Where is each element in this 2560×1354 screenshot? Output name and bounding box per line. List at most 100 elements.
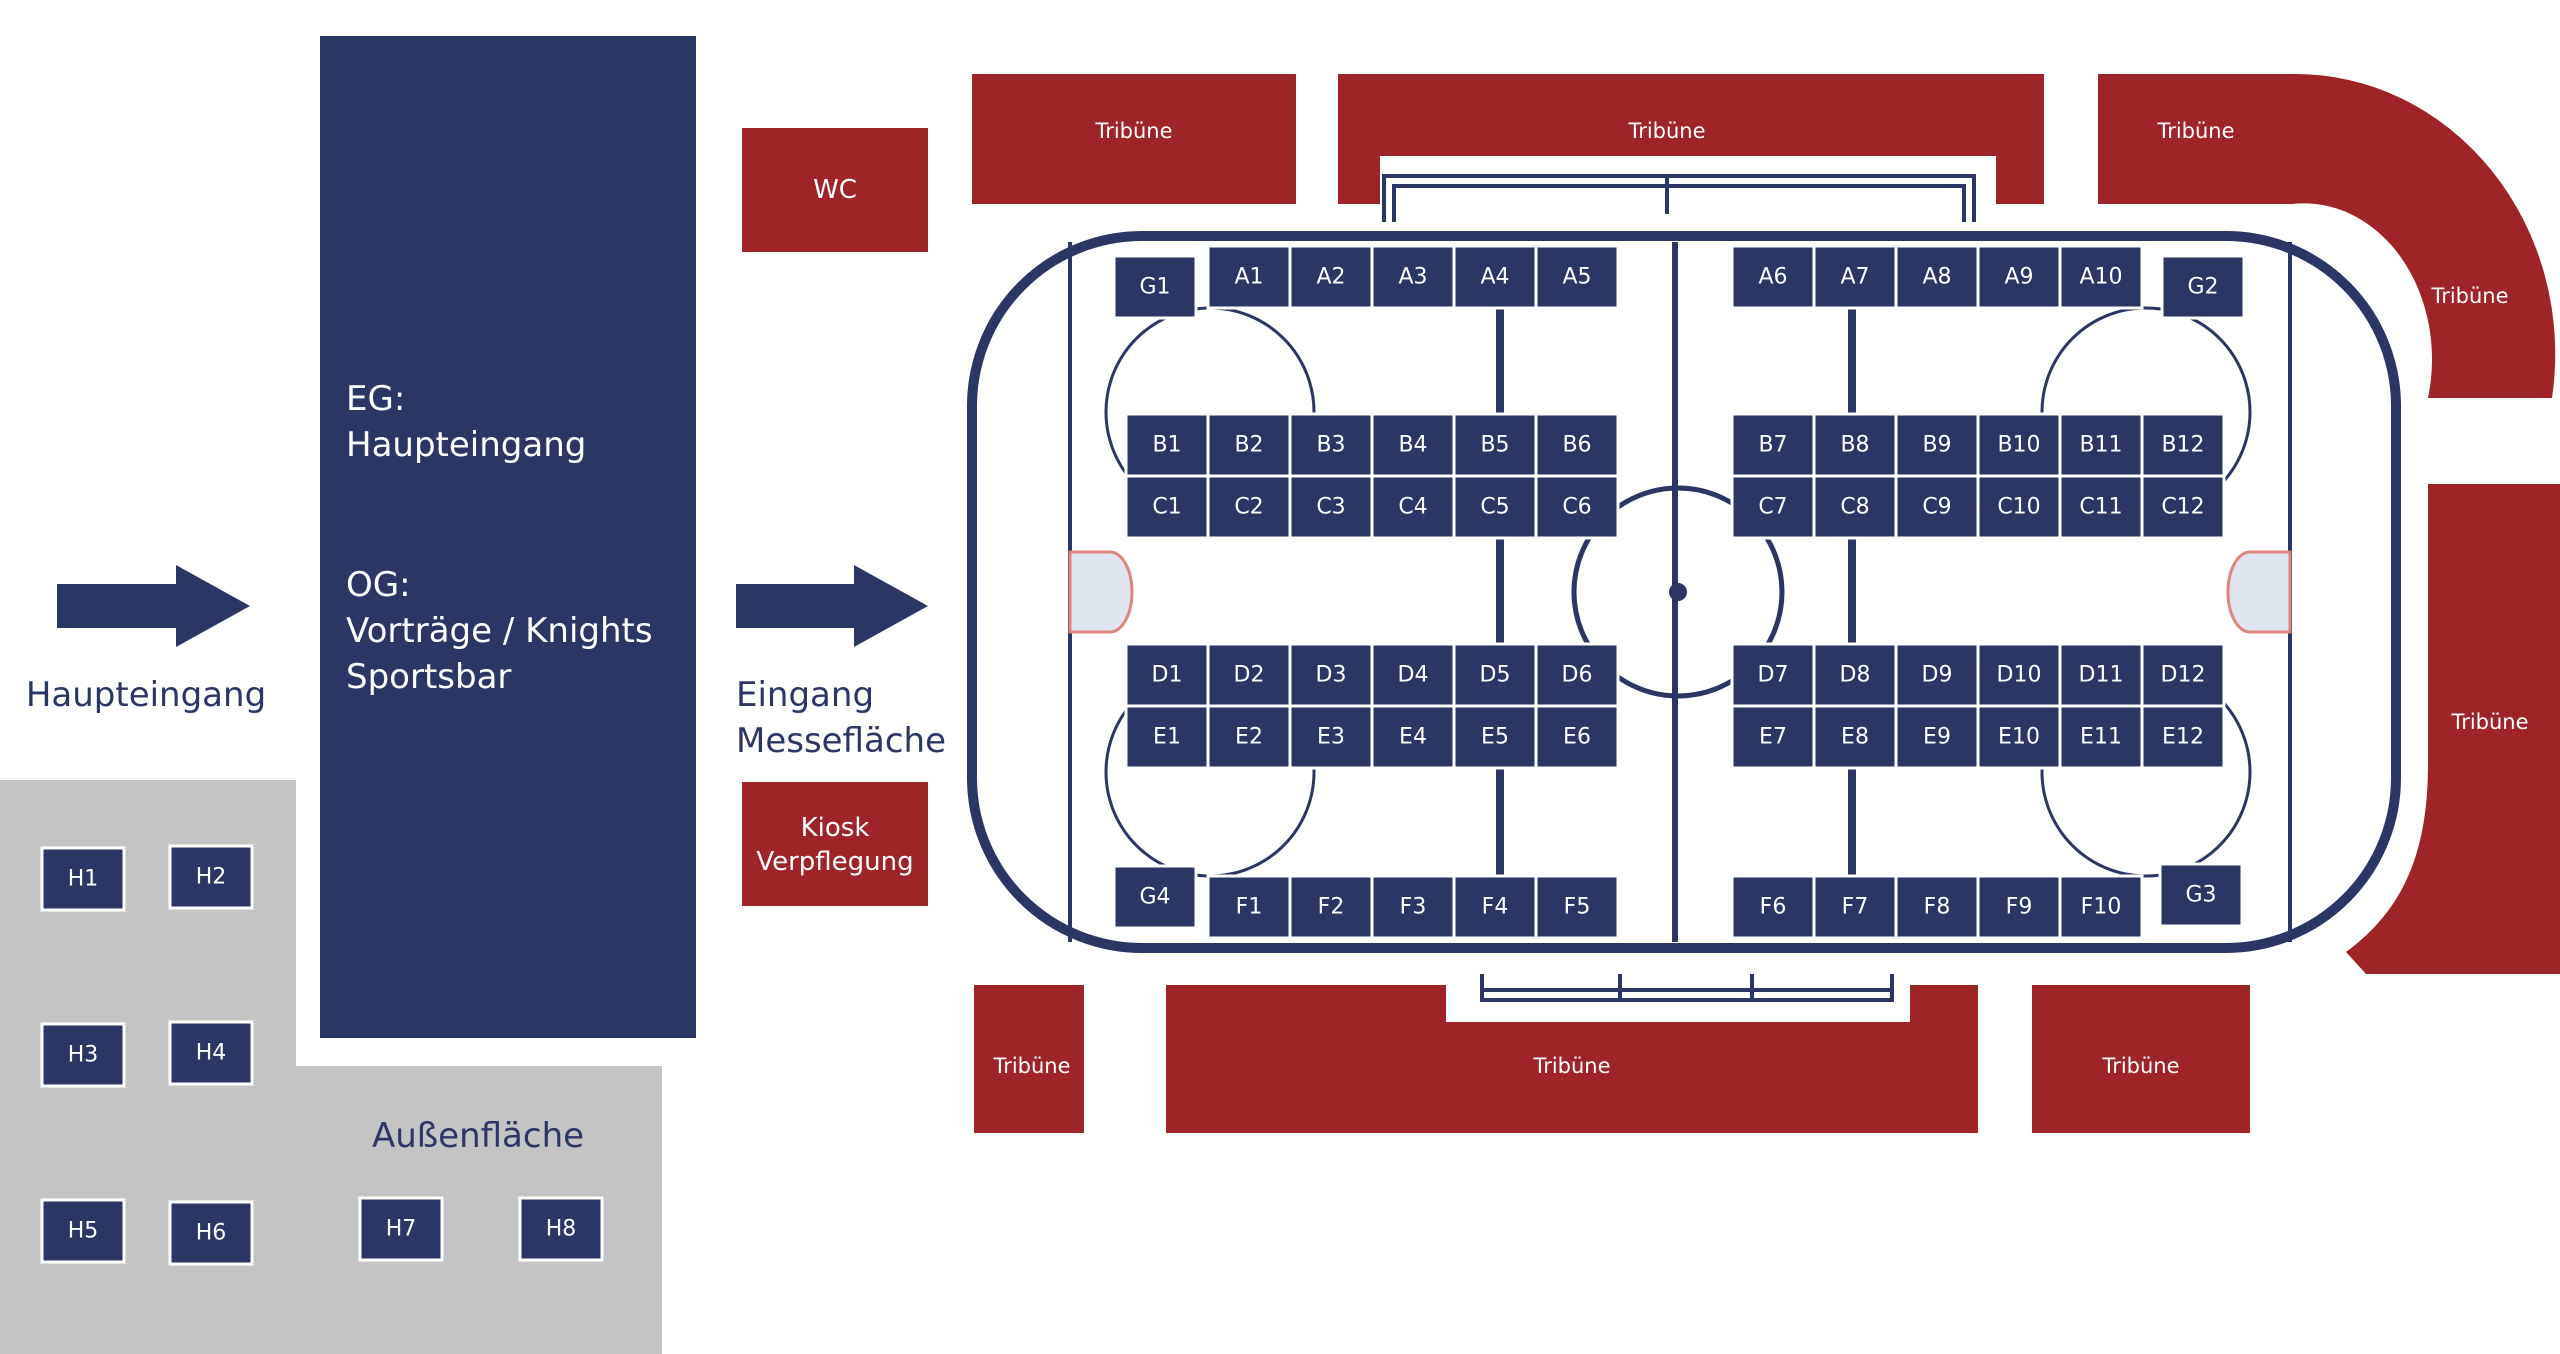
- booth-f6[interactable]: F6: [1730, 874, 1816, 940]
- booth-b6[interactable]: B6: [1534, 412, 1620, 478]
- booth-box[interactable]: [1812, 244, 1898, 310]
- booth-box[interactable]: [1730, 874, 1816, 940]
- booth-e3[interactable]: E3: [1288, 704, 1374, 770]
- booth-d9[interactable]: D9: [1894, 642, 1980, 708]
- booth-d10[interactable]: D10: [1976, 642, 2062, 708]
- booth-a3[interactable]: A3: [1370, 244, 1456, 310]
- booth-d5[interactable]: D5: [1452, 642, 1538, 708]
- booth-box[interactable]: [1452, 874, 1538, 940]
- booth-c9[interactable]: C9: [1894, 474, 1980, 540]
- booth-b7[interactable]: B7: [1730, 412, 1816, 478]
- booth-box[interactable]: [518, 1196, 604, 1262]
- booth-box[interactable]: [1452, 704, 1538, 770]
- booth-f8[interactable]: F8: [1894, 874, 1980, 940]
- booth-d12[interactable]: D12: [2140, 642, 2226, 708]
- booth-e7[interactable]: E7: [1730, 704, 1816, 770]
- booth-box[interactable]: [1124, 474, 1210, 540]
- booth-e4[interactable]: E4: [1370, 704, 1456, 770]
- booth-box[interactable]: [1452, 474, 1538, 540]
- booth-d4[interactable]: D4: [1370, 642, 1456, 708]
- booth-box[interactable]: [1976, 244, 2062, 310]
- booth-d1[interactable]: D1: [1124, 642, 1210, 708]
- booth-h8[interactable]: H8: [518, 1196, 604, 1262]
- booth-box[interactable]: [1206, 474, 1292, 540]
- booth-box[interactable]: [1288, 244, 1374, 310]
- booth-box[interactable]: [2058, 474, 2144, 540]
- booth-e5[interactable]: E5: [1452, 704, 1538, 770]
- booth-f2[interactable]: F2: [1288, 874, 1374, 940]
- booth-e10[interactable]: E10: [1976, 704, 2062, 770]
- booth-g3[interactable]: G3: [2158, 862, 2244, 928]
- booth-a10[interactable]: A10: [2058, 244, 2144, 310]
- booth-e12[interactable]: E12: [2140, 704, 2226, 770]
- booth-d7[interactable]: D7: [1730, 642, 1816, 708]
- booth-box[interactable]: [168, 1200, 254, 1266]
- booth-box[interactable]: [1976, 704, 2062, 770]
- booth-box[interactable]: [168, 1020, 254, 1086]
- booth-a4[interactable]: A4: [1452, 244, 1538, 310]
- booth-box[interactable]: [2058, 704, 2144, 770]
- booth-box[interactable]: [168, 844, 254, 910]
- booth-f5[interactable]: F5: [1534, 874, 1620, 940]
- booth-e2[interactable]: E2: [1206, 704, 1292, 770]
- booth-box[interactable]: [1124, 704, 1210, 770]
- booth-b12[interactable]: B12: [2140, 412, 2226, 478]
- booth-h7[interactable]: H7: [358, 1196, 444, 1262]
- booth-d3[interactable]: D3: [1288, 642, 1374, 708]
- booth-f10[interactable]: F10: [2058, 874, 2144, 940]
- booth-b11[interactable]: B11: [2058, 412, 2144, 478]
- booth-box[interactable]: [1812, 642, 1898, 708]
- booth-box[interactable]: [1976, 474, 2062, 540]
- booth-e6[interactable]: E6: [1534, 704, 1620, 770]
- booth-f9[interactable]: F9: [1976, 874, 2062, 940]
- booth-box[interactable]: [1206, 874, 1292, 940]
- booth-e11[interactable]: E11: [2058, 704, 2144, 770]
- booth-c2[interactable]: C2: [1206, 474, 1292, 540]
- booth-d11[interactable]: D11: [2058, 642, 2144, 708]
- booth-c1[interactable]: C1: [1124, 474, 1210, 540]
- booth-h6[interactable]: H6: [168, 1200, 254, 1266]
- booth-d6[interactable]: D6: [1534, 642, 1620, 708]
- booth-box[interactable]: [2140, 474, 2226, 540]
- booth-box[interactable]: [1112, 254, 1198, 320]
- booth-c8[interactable]: C8: [1812, 474, 1898, 540]
- booth-box[interactable]: [1534, 874, 1620, 940]
- booth-h1[interactable]: H1: [40, 846, 126, 912]
- booth-box[interactable]: [1452, 244, 1538, 310]
- booth-box[interactable]: [2058, 244, 2144, 310]
- booth-b1[interactable]: B1: [1124, 412, 1210, 478]
- booth-a9[interactable]: A9: [1976, 244, 2062, 310]
- booth-box[interactable]: [1534, 412, 1620, 478]
- booth-box[interactable]: [1206, 244, 1292, 310]
- booth-box[interactable]: [40, 1022, 126, 1088]
- booth-box[interactable]: [1812, 412, 1898, 478]
- booth-box[interactable]: [1124, 412, 1210, 478]
- booth-box[interactable]: [1534, 474, 1620, 540]
- booth-box[interactable]: [2058, 874, 2144, 940]
- booth-box[interactable]: [2140, 642, 2226, 708]
- booth-b2[interactable]: B2: [1206, 412, 1292, 478]
- booth-c3[interactable]: C3: [1288, 474, 1374, 540]
- booth-c4[interactable]: C4: [1370, 474, 1456, 540]
- booth-box[interactable]: [1534, 704, 1620, 770]
- booth-c5[interactable]: C5: [1452, 474, 1538, 540]
- booth-a1[interactable]: A1: [1206, 244, 1292, 310]
- booth-box[interactable]: [2140, 704, 2226, 770]
- booth-box[interactable]: [1534, 244, 1620, 310]
- booth-c11[interactable]: C11: [2058, 474, 2144, 540]
- booth-box[interactable]: [1370, 474, 1456, 540]
- booth-g4[interactable]: G4: [1112, 864, 1198, 930]
- booth-a5[interactable]: A5: [1534, 244, 1620, 310]
- booth-box[interactable]: [1894, 412, 1980, 478]
- booth-e9[interactable]: E9: [1894, 704, 1980, 770]
- booth-box[interactable]: [1112, 864, 1198, 930]
- booth-e1[interactable]: E1: [1124, 704, 1210, 770]
- booth-f1[interactable]: F1: [1206, 874, 1292, 940]
- booth-f4[interactable]: F4: [1452, 874, 1538, 940]
- booth-d8[interactable]: D8: [1812, 642, 1898, 708]
- booth-c7[interactable]: C7: [1730, 474, 1816, 540]
- booth-e8[interactable]: E8: [1812, 704, 1898, 770]
- booth-c10[interactable]: C10: [1976, 474, 2062, 540]
- booth-box[interactable]: [1370, 642, 1456, 708]
- booth-b8[interactable]: B8: [1812, 412, 1898, 478]
